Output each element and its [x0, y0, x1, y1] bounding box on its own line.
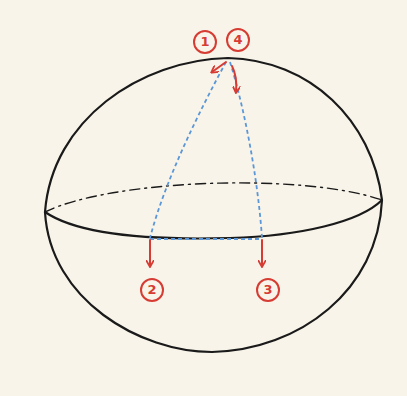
callout-circle — [257, 279, 279, 301]
arrow-1 — [212, 62, 226, 72]
callout-circle — [227, 29, 249, 51]
callout-number: 2 — [142, 280, 162, 300]
triangle-base — [150, 238, 262, 240]
arrow-2 — [149, 240, 151, 266]
callout-number: 1 — [195, 32, 215, 52]
arrow-4 — [232, 66, 236, 92]
equator-front — [45, 200, 382, 238]
arrow-3 — [261, 240, 263, 266]
callout-circle — [194, 31, 216, 53]
triangle-right-side — [230, 62, 262, 238]
callout-number: 3 — [258, 280, 278, 300]
upper-dome — [45, 58, 382, 212]
lower-bowl — [45, 200, 382, 352]
triangle-left-side — [150, 62, 226, 238]
callout-number: 4 — [228, 30, 248, 50]
equator-back — [45, 183, 382, 212]
callout-circle — [141, 279, 163, 301]
